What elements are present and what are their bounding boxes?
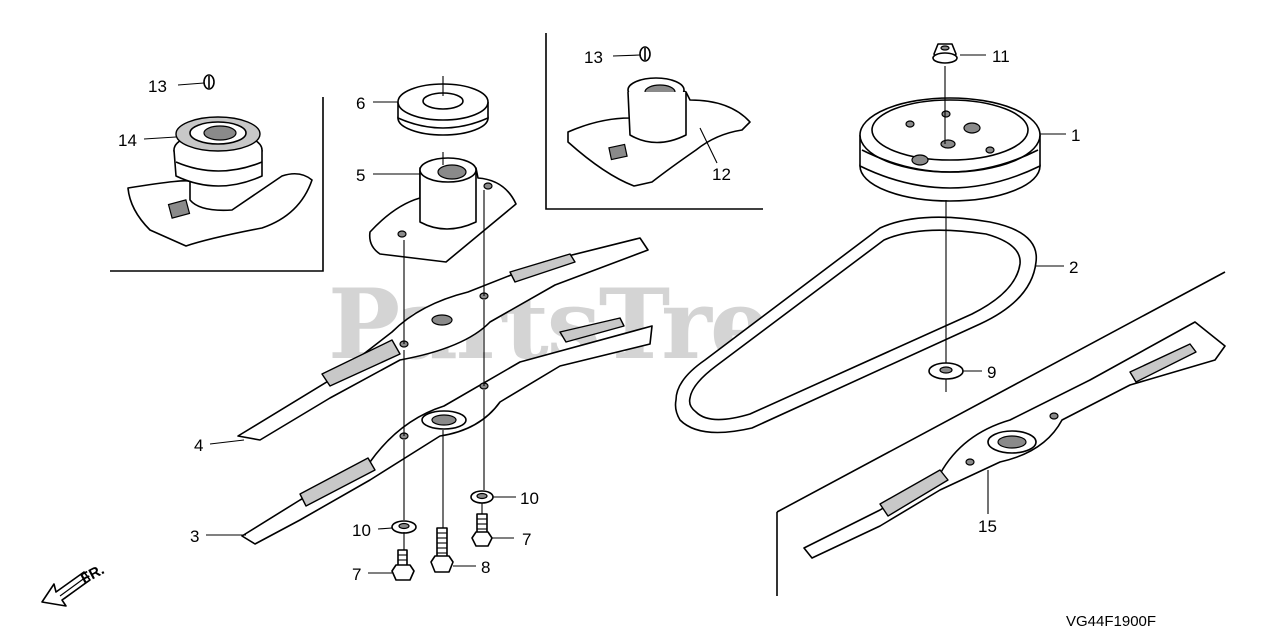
callout-2: 2 (1069, 258, 1078, 277)
part-14-blade-holder[interactable] (127, 116, 313, 247)
callout-13: 13 (148, 77, 167, 96)
part-13-key[interactable] (203, 74, 215, 90)
part-10-washer-b[interactable] (391, 520, 417, 534)
part-10-washer-a[interactable] (470, 490, 494, 504)
part-7-bolt-a[interactable] (471, 513, 493, 547)
callout-12: 12 (712, 165, 731, 184)
part-9-washer[interactable] (928, 362, 964, 380)
alignment-lines (403, 66, 947, 550)
callout-1: 1 (1071, 126, 1080, 145)
callout-10: 10 (520, 489, 539, 508)
part-11-nut[interactable] (932, 43, 958, 64)
inset-frame-left (110, 97, 324, 272)
part-7-bolt-b[interactable] (391, 549, 415, 581)
callout-9: 9 (987, 363, 996, 382)
callout-14: 14 (118, 131, 137, 150)
part-5-blade-adapter[interactable] (368, 157, 517, 263)
part-3-lower-blade[interactable] (241, 317, 653, 545)
callout-3: 3 (190, 527, 199, 546)
part-4-upper-blade[interactable] (237, 237, 649, 441)
arrow-forward-icon (41, 571, 91, 607)
callout-7-right: 7 (522, 530, 531, 549)
inset-frame-right-diagonal (776, 271, 1226, 513)
callout-13-upper: 13 (584, 48, 603, 67)
direction-marker: FR. (41, 561, 107, 607)
callout-15: 15 (978, 517, 997, 536)
callout-4: 4 (194, 436, 203, 455)
leader-lines (143, 54, 1066, 574)
callout-5: 5 (356, 166, 365, 185)
callout-10-lower: 10 (352, 521, 371, 540)
inset-frame-center (545, 33, 763, 210)
diagram-code: VG44F1900F (1066, 613, 1156, 630)
part-12-blade-holder[interactable] (567, 77, 751, 187)
part-15-blade[interactable] (803, 321, 1226, 559)
part-8-bolt[interactable] (430, 527, 454, 573)
callout-labels: 13 14 6 5 13 12 11 1 2 9 4 3 10 10 7 7 8… (118, 47, 1080, 584)
part-13-key-upper[interactable] (639, 46, 651, 62)
callout-11: 11 (992, 47, 1010, 66)
callout-8: 8 (481, 558, 490, 577)
callout-7: 7 (352, 565, 361, 584)
part-1-pulley[interactable] (859, 97, 1041, 202)
callout-6: 6 (356, 94, 365, 113)
